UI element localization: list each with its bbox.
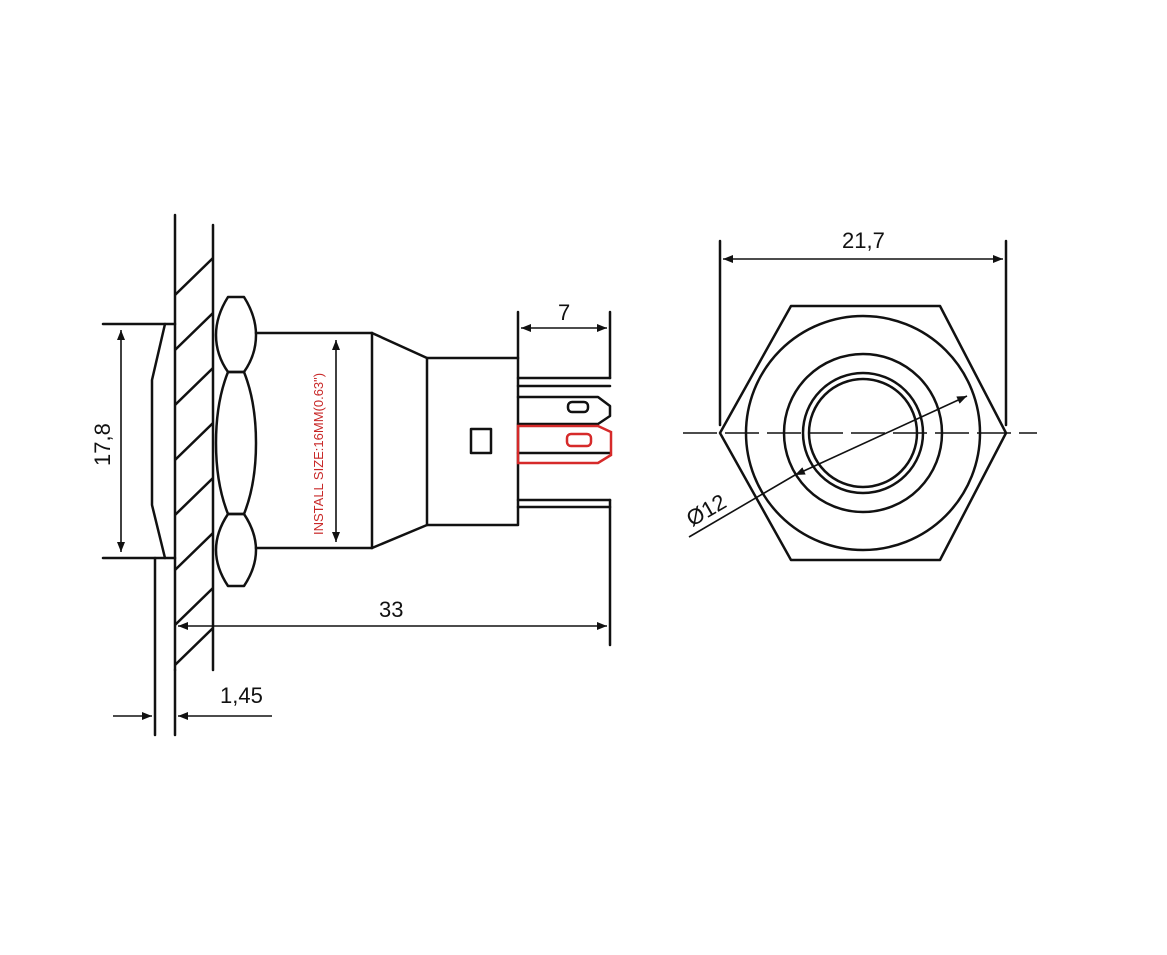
bezel xyxy=(101,322,177,737)
install-size-note: INSTALL SIZE:16MM(0.63") xyxy=(311,373,326,535)
terminal-dimension: 7 xyxy=(516,300,612,380)
ring-diameter-label: Ø12 xyxy=(682,489,731,531)
height-dimension-label: 17,8 xyxy=(90,423,115,466)
length-dimension: 33 xyxy=(178,498,612,647)
terminals xyxy=(516,376,612,509)
panel-thickness-label: 1,45 xyxy=(220,683,263,708)
side-view: INSTALL SIZE:16MM(0.63") 17,8 33 7 1,45 xyxy=(90,213,613,737)
hex-width-dimension: 21,7 xyxy=(718,228,1008,427)
panel-thickness-dimension: 1,45 xyxy=(113,668,272,737)
hex-width-label: 21,7 xyxy=(842,228,885,253)
mounting-panel xyxy=(173,213,215,672)
front-view: 21,7 Ø12 xyxy=(682,228,1037,562)
hex-nut-side xyxy=(214,295,258,588)
terminal-dimension-label: 7 xyxy=(558,300,570,325)
ring-diameter-dimension: Ø12 xyxy=(682,395,968,538)
length-dimension-label: 33 xyxy=(379,597,403,622)
highlighted-terminal xyxy=(516,424,613,465)
hex-nut-front xyxy=(718,304,1008,562)
height-dimension: 17,8 xyxy=(90,330,125,552)
switch-body xyxy=(254,331,520,550)
